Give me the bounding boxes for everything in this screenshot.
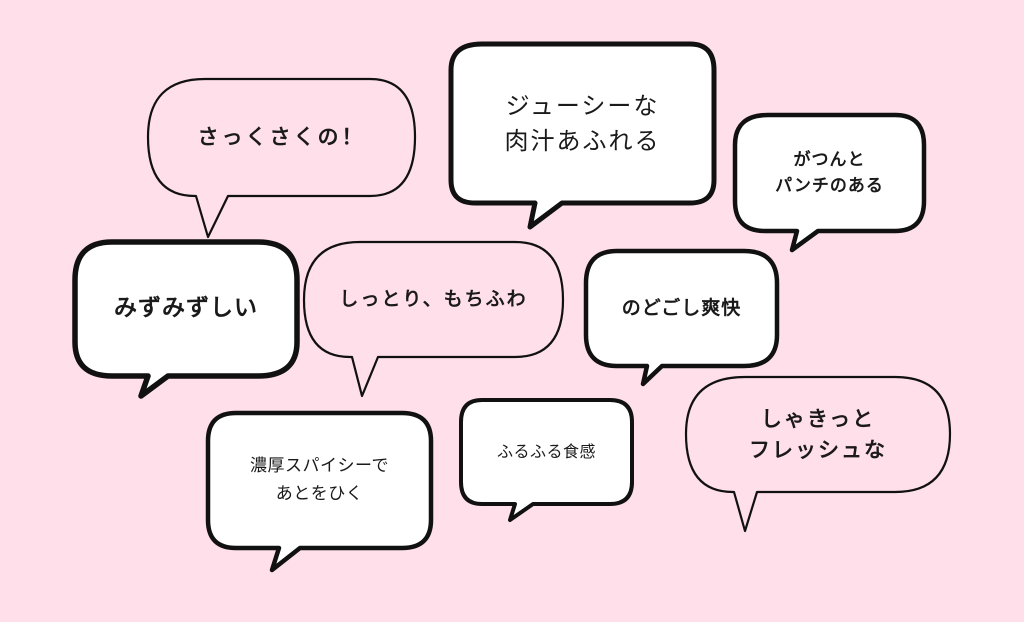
bubble-text: さっくさくの！ (197, 125, 366, 150)
bubble-text: がつんと パンチのある (775, 149, 884, 196)
bubble-text: しっとり、もちふわ (339, 287, 528, 310)
bubble-text: ジューシーな 肉汁あふれる (504, 91, 661, 155)
bubble-text: ふるふる食感 (496, 442, 596, 462)
bubble-text: のどごし爽快 (621, 296, 742, 319)
bubble-text: しゃきっと フレッシュな (749, 407, 887, 462)
bubble-text: みずみずしい (114, 295, 258, 322)
bubble-text: 濃厚スパイシーで あとをひく (250, 456, 389, 504)
